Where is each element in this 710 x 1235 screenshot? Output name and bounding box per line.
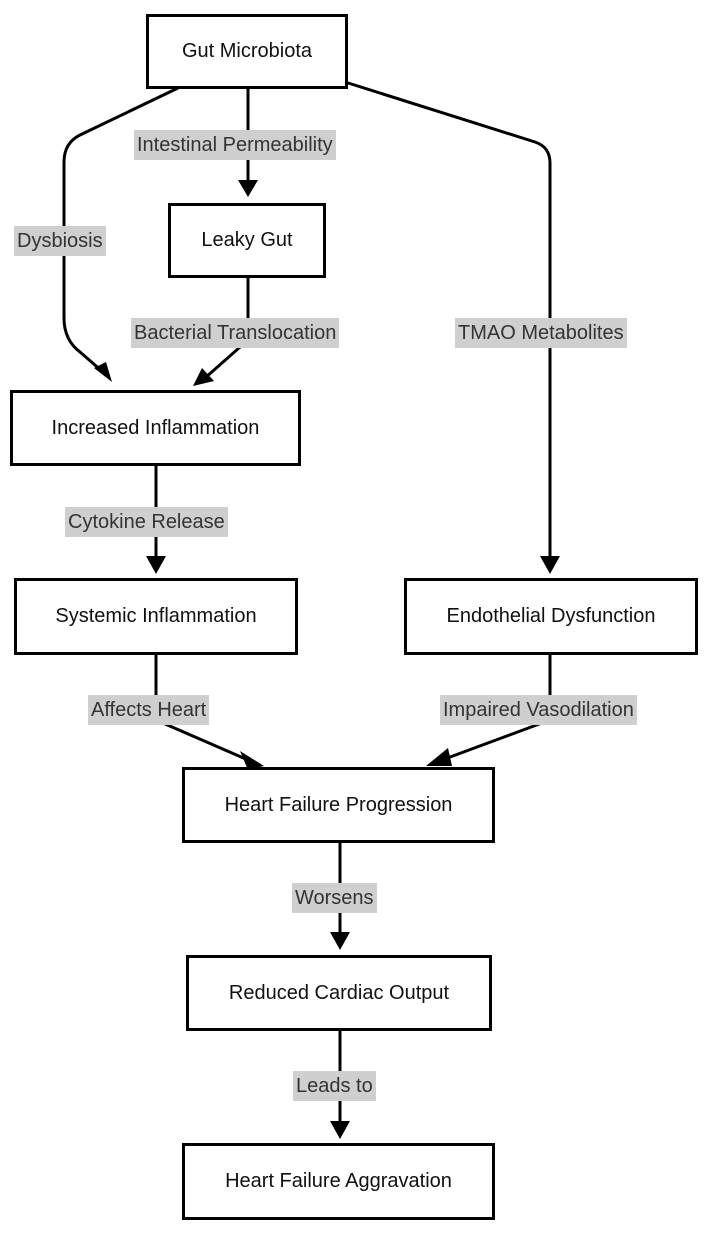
node-endothelial-dysfunction: Endothelial Dysfunction	[404, 578, 698, 655]
arrowhead-output	[330, 932, 350, 950]
arrowhead-inflammation-right	[193, 368, 214, 386]
node-heart-failure-aggravation: Heart Failure Aggravation	[182, 1143, 495, 1220]
edge-label-cytokine-release: Cytokine Release	[65, 507, 228, 537]
node-gut-microbiota: Gut Microbiota	[146, 14, 348, 89]
edge-label-affects-heart: Affects Heart	[88, 695, 210, 725]
arrowhead-inflammation-left	[94, 362, 112, 382]
node-increased-inflammation: Increased Inflammation	[10, 390, 301, 466]
edge-label-leads-to: Leads to	[293, 1071, 376, 1101]
arrowhead-progression-left	[240, 751, 264, 770]
edge-label-tmao-metabolites: TMAO Metabolites	[455, 318, 627, 348]
arrowhead-endothelial	[540, 556, 560, 574]
arrowhead-progression-right	[426, 748, 452, 766]
node-heart-failure-progression: Heart Failure Progression	[182, 767, 495, 843]
arrowhead-aggravation	[330, 1121, 350, 1139]
edge-label-intestinal-permeability: Intestinal Permeability	[134, 130, 336, 160]
edge-label-bacterial-translocation: Bacterial Translocation	[131, 318, 340, 348]
edge-microbiota-to-endothelial	[344, 80, 552, 562]
edge-label-dysbiosis: Dysbiosis	[14, 226, 106, 256]
arrowhead-leaky-gut	[238, 180, 258, 197]
node-systemic-inflammation: Systemic Inflammation	[14, 578, 298, 655]
arrowhead-systemic	[146, 556, 166, 574]
edge-label-impaired-vasodilation: Impaired Vasodilation	[440, 695, 637, 725]
node-reduced-cardiac-output: Reduced Cardiac Output	[186, 955, 492, 1031]
edge-label-worsens: Worsens	[292, 883, 377, 913]
node-leaky-gut: Leaky Gut	[168, 203, 326, 278]
